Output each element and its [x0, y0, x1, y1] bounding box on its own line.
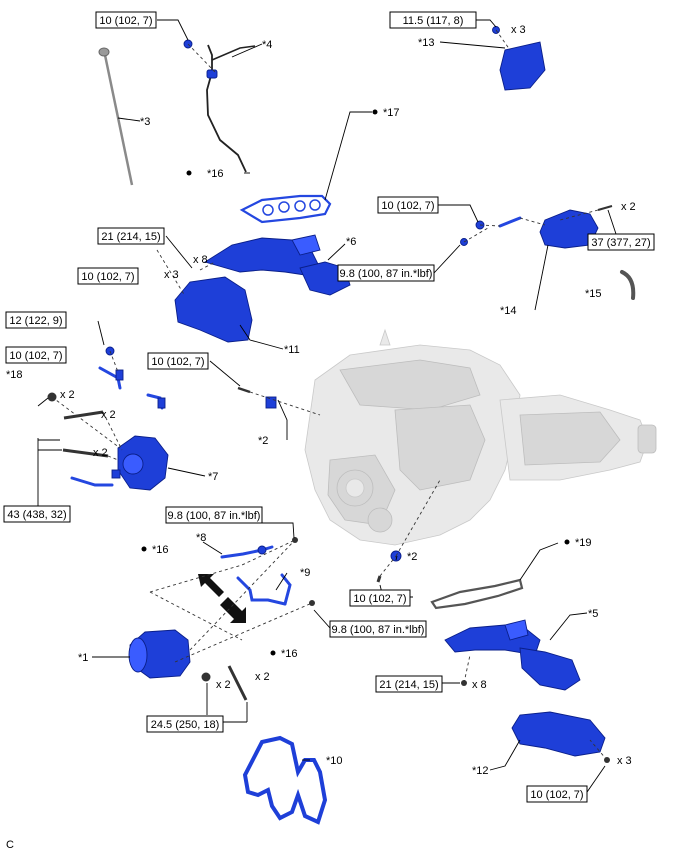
- callout-16-top: *16: [207, 168, 224, 180]
- callout-18: *18: [6, 369, 23, 381]
- callout-13: *13: [418, 37, 435, 49]
- svg-text:11.5 (117, 8): 11.5 (117, 8): [403, 15, 464, 27]
- gasket-17: [239, 194, 332, 224]
- bolt-2-upper: [237, 386, 251, 394]
- arrow-up-left: [198, 574, 224, 597]
- pipe-9: [236, 573, 315, 606]
- qty-heat-right: x 3: [617, 755, 632, 767]
- qty-alt-a: x 2: [60, 389, 75, 401]
- alternator-7: [47, 392, 169, 491]
- torque-spec-top-dipstick: 10 (102, 7): [95, 11, 157, 29]
- bolt-14: [597, 205, 613, 211]
- svg-text:21 (214, 15): 21 (214, 15): [101, 231, 160, 243]
- callout-17: *17: [383, 107, 400, 119]
- svg-text:37 (377, 27): 37 (377, 27): [591, 237, 650, 249]
- exhaust-manifold-5: [444, 619, 581, 691]
- callout-16-mid: *16: [152, 544, 169, 556]
- callout-7: *7: [208, 471, 218, 483]
- svg-text:10 (102, 7): 10 (102, 7): [9, 350, 62, 362]
- svg-text:24.5 (250, 18): 24.5 (250, 18): [151, 719, 220, 731]
- svg-text:10 (102, 7): 10 (102, 7): [530, 789, 583, 801]
- callout-9: *9: [300, 567, 310, 579]
- gasket-19: [430, 578, 524, 610]
- dashed-guides: [51, 29, 608, 761]
- ac-compressor-1: [128, 629, 248, 701]
- qty-alt-b: x 2: [101, 409, 116, 421]
- qty-manifold-left: x 8: [193, 254, 208, 266]
- qty-heat-left: x 3: [164, 269, 179, 281]
- callout-10: *10: [326, 755, 343, 767]
- svg-text:10 (102, 7): 10 (102, 7): [353, 593, 406, 605]
- bolt-2-lower: [376, 575, 382, 583]
- svg-text:10 (102, 7): 10 (102, 7): [81, 271, 134, 283]
- torque-spec-bank-right-stud: 9.8 (100, 87 in.*lbf): [337, 264, 435, 282]
- heat-insulator-11: [174, 276, 253, 343]
- pipe-8: [220, 537, 298, 559]
- callout-4: *4: [262, 39, 272, 51]
- torque-spec-compressor: 24.5 (250, 18): [146, 715, 224, 733]
- bracket-2-upper: [265, 396, 277, 409]
- torque-spec-heat-left: 10 (102, 7): [77, 267, 139, 285]
- torque-spec-manifold-left: 21 (214, 15): [97, 227, 165, 245]
- torque-spec-alt-bracket: 12 (122, 9): [5, 311, 67, 329]
- callout-16-low: *16: [281, 648, 298, 660]
- callout-5: *5: [588, 608, 598, 620]
- svg-text:21 (214, 15): 21 (214, 15): [379, 679, 438, 691]
- torque-spec-pipe8: 9.8 (100, 87 in.*lbf): [165, 506, 263, 524]
- torque-spec-manifold-right: 21 (214, 15): [375, 675, 443, 693]
- callout-6: *6: [346, 236, 356, 248]
- clip-15: [620, 270, 636, 300]
- arrow-down-right: [220, 597, 246, 623]
- bracket-13: [499, 41, 546, 91]
- qty-comp-a: x 2: [216, 679, 231, 691]
- callout-12: *12: [472, 765, 489, 777]
- svg-text:10 (102, 7): 10 (102, 7): [151, 356, 204, 368]
- svg-text:10 (102, 7): 10 (102, 7): [381, 200, 434, 212]
- torque-spec-engine-low: 10 (102, 7): [349, 589, 411, 607]
- heat-insulator-12: [511, 711, 606, 757]
- leader-lines: [37, 19, 617, 796]
- bullet-dots: [141, 109, 570, 656]
- callout-2-lower: *2: [407, 551, 417, 563]
- svg-text:12 (122, 9): 12 (122, 9): [9, 315, 62, 327]
- qty-bank-right: x 2: [621, 201, 636, 213]
- qty-comp-b: x 2: [255, 671, 270, 683]
- qty-alt-c: x 2: [93, 447, 108, 459]
- figure-code: C: [6, 839, 14, 851]
- callout-15: *15: [585, 288, 602, 300]
- callout-1: *1: [78, 652, 88, 664]
- torque-spec-bank-right-bolt: 37 (377, 27): [587, 233, 655, 251]
- callout-3: *3: [140, 116, 150, 128]
- qty-top-right: x 3: [511, 24, 526, 36]
- qty-manifold-right: x 8: [472, 679, 487, 691]
- torque-spec-bank-right-nut: 10 (102, 7): [377, 196, 439, 214]
- clip-14: [498, 216, 522, 228]
- svg-text:9.8 (100, 87 in.*lbf): 9.8 (100, 87 in.*lbf): [332, 624, 425, 636]
- torque-spec-top-right: 11.5 (117, 8): [389, 11, 477, 29]
- torque-spec-engine-mid: 10 (102, 7): [147, 352, 209, 370]
- callout-2-upper: *2: [258, 435, 268, 447]
- svg-text:10 (102, 7): 10 (102, 7): [99, 15, 152, 27]
- engine-assembly: [304, 328, 657, 546]
- callout-14: *14: [500, 305, 517, 317]
- drive-belt-10: [242, 735, 328, 825]
- callout-11: *11: [284, 344, 300, 356]
- torque-spec-pipe9: 9.8 (100, 87 in.*lbf): [329, 620, 427, 638]
- torque-spec-alt-bolts: 43 (438, 32): [3, 505, 71, 523]
- dipstick: [98, 47, 134, 186]
- svg-text:9.8 (100, 87 in.*lbf): 9.8 (100, 87 in.*lbf): [168, 510, 261, 522]
- torque-spec-heat-right: 10 (102, 7): [526, 785, 588, 803]
- svg-text:43 (438, 32): 43 (438, 32): [7, 509, 66, 521]
- callout-19: *19: [575, 537, 592, 549]
- callout-8: *8: [196, 532, 206, 544]
- torque-spec-alt-top: 10 (102, 7): [5, 346, 67, 364]
- svg-text:9.8 (100, 87 in.*lbf): 9.8 (100, 87 in.*lbf): [340, 268, 433, 280]
- dipstick-guide-tube: [183, 39, 256, 173]
